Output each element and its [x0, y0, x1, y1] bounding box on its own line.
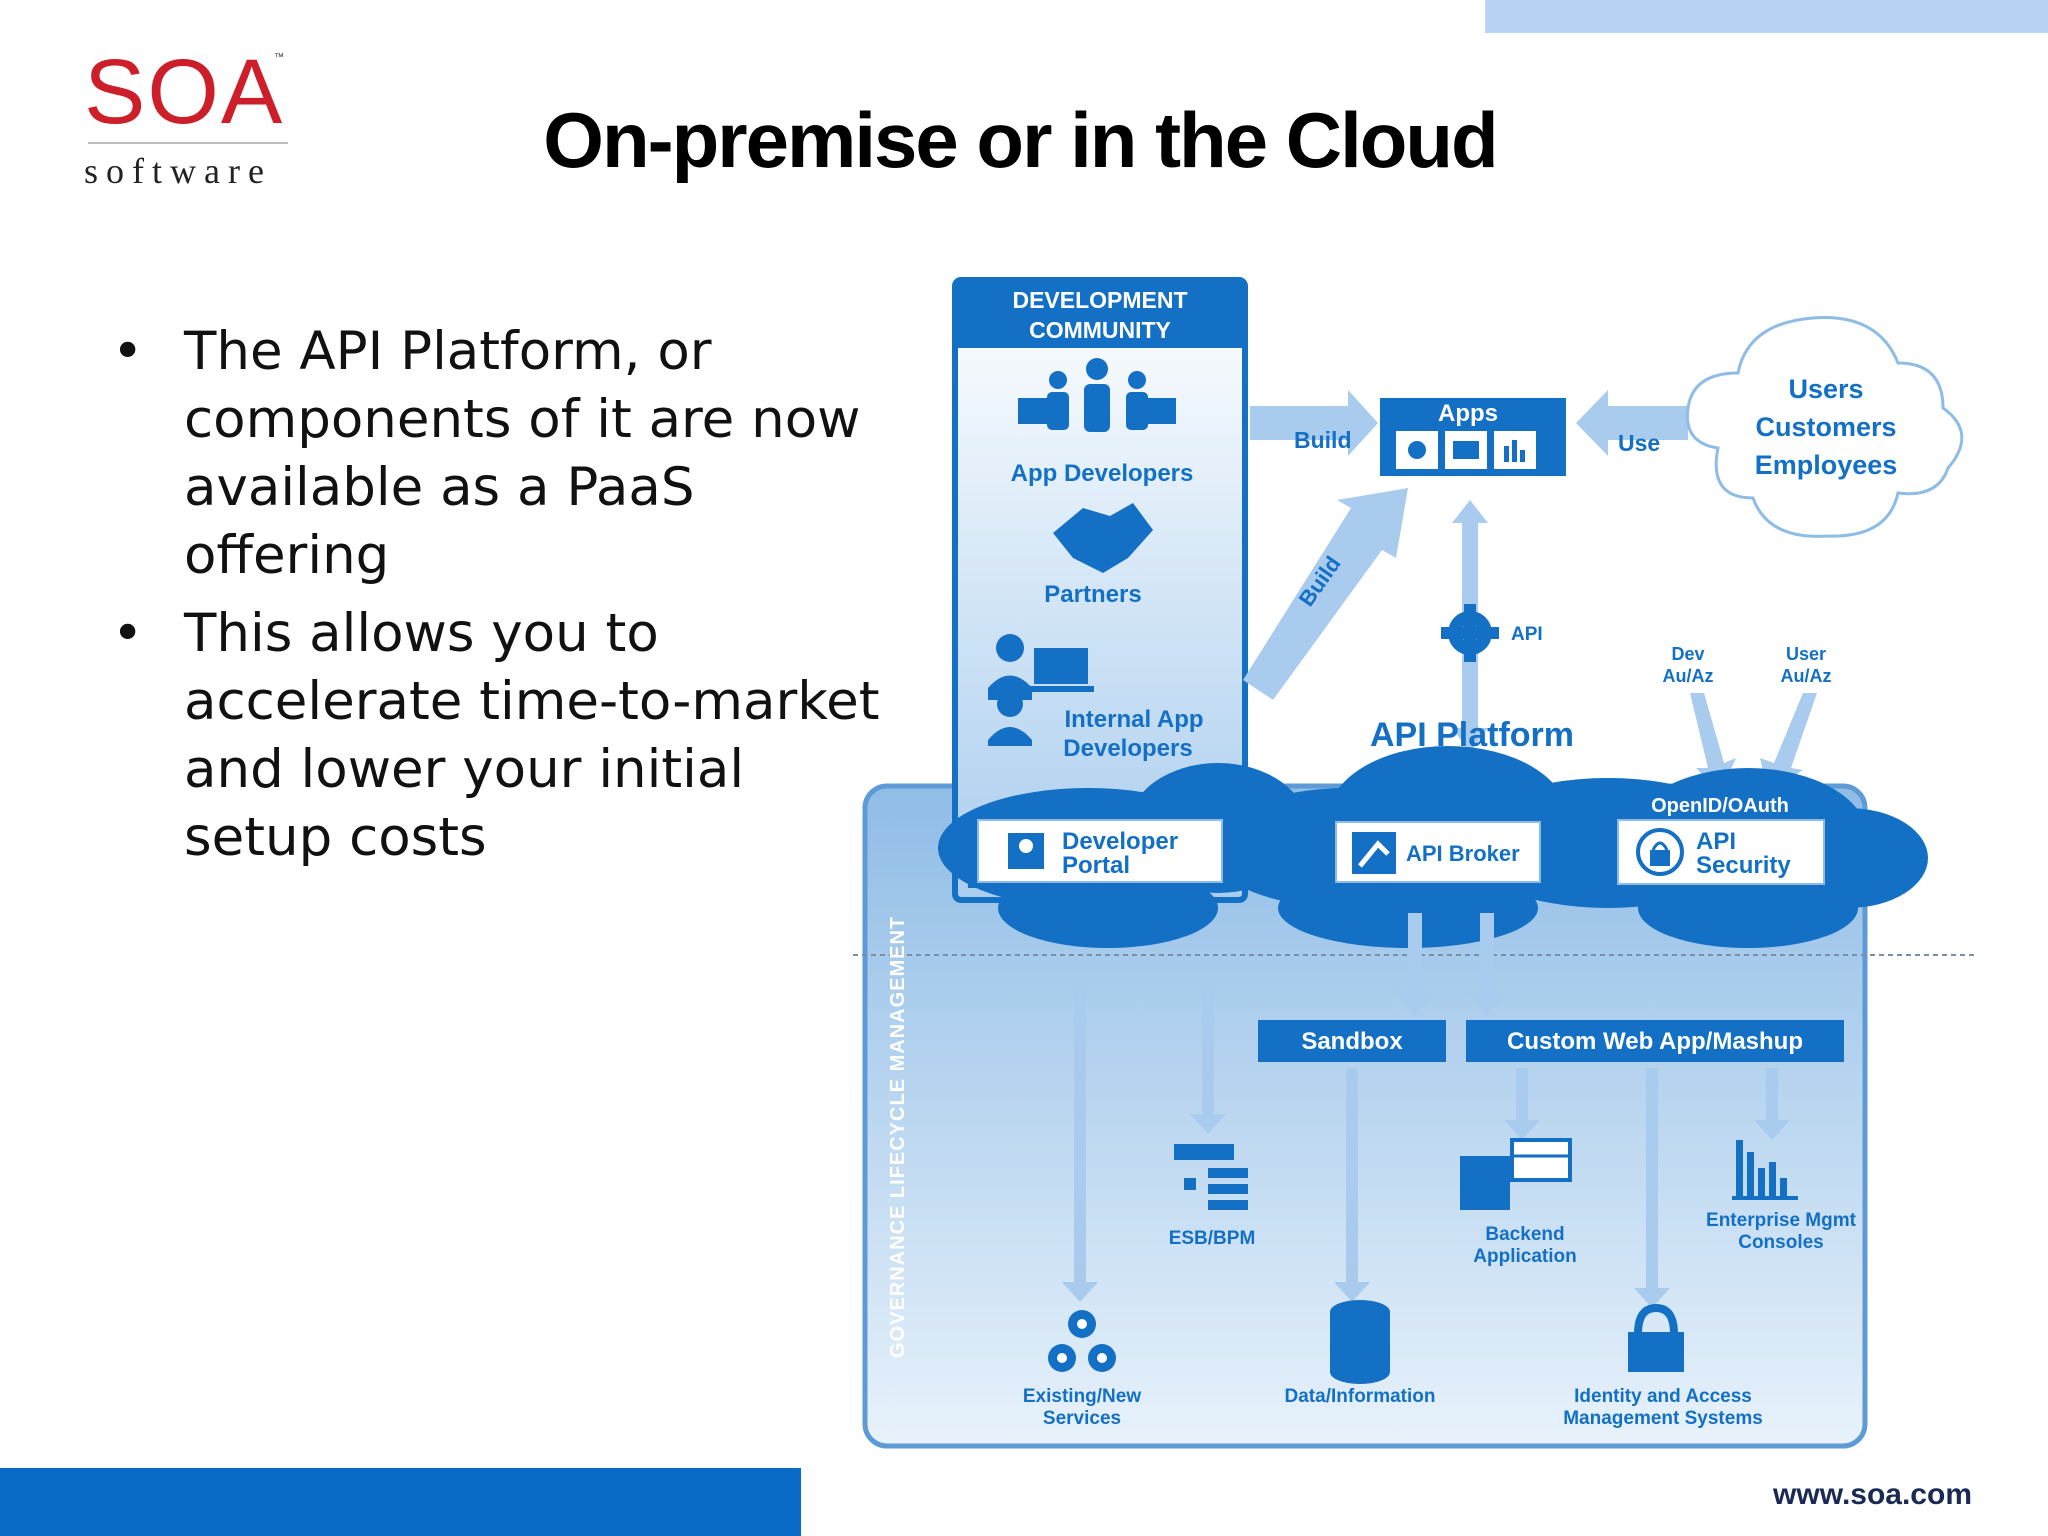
backend-application-icon	[1460, 1138, 1572, 1210]
dev-community-title-2: COMMUNITY	[1029, 317, 1171, 343]
data-information-label: Data/Information	[1285, 1386, 1436, 1407]
slide-title: On-premise or in the Cloud	[543, 96, 1498, 184]
apps-box: Apps	[1380, 398, 1566, 476]
development-community-panel: DEVELOPMENT COMMUNITY App Developers Par…	[952, 277, 1248, 903]
developer-portal-box: Developer Portal	[977, 819, 1223, 883]
employees-label: Employees	[1755, 450, 1898, 480]
bullet-dot-icon: •	[112, 321, 144, 382]
api-security-label-2: Security	[1696, 852, 1791, 879]
api-double-arrow: API	[1441, 500, 1543, 752]
build-arrow: Build	[1250, 390, 1378, 456]
bullet-item: • The API Platform, or components of it a…	[110, 318, 900, 590]
use-label: Use	[1618, 430, 1660, 456]
handshake-icon	[1053, 503, 1153, 573]
bullet-list: • The API Platform, or components of it a…	[110, 318, 900, 882]
internal-developers-icon	[988, 634, 1094, 746]
logo-trademark: ™	[274, 52, 284, 63]
bullet-dot-icon: •	[112, 603, 144, 664]
soa-software-logo: SOA ™ software	[84, 46, 294, 196]
esb-bpm-icon	[1174, 1144, 1248, 1210]
app-developers-label: App Developers	[1011, 460, 1194, 487]
auaz-arrows	[1690, 693, 1817, 793]
logo-soa-text: SOA	[84, 41, 285, 143]
customers-label: Customers	[1755, 412, 1896, 442]
existing-services-label-2: Services	[1043, 1408, 1121, 1429]
identity-access-label-2: Management Systems	[1563, 1408, 1763, 1429]
lock-ring-icon	[1636, 828, 1684, 876]
api-security-box: API Security	[1617, 819, 1825, 885]
enterprise-mgmt-label-1: Enterprise Mgmt	[1706, 1210, 1857, 1231]
api-gear-icon	[1441, 604, 1499, 662]
identity-lock-icon	[1628, 1303, 1684, 1372]
build-label: Build	[1294, 427, 1352, 453]
api-broker-label: API Broker	[1406, 841, 1520, 866]
sandbox-label: Sandbox	[1301, 1028, 1403, 1055]
logo-divider	[88, 142, 288, 144]
enterprise-mgmt-label-2: Consoles	[1738, 1232, 1824, 1253]
enterprise-mgmt-bar-chart-icon	[1732, 1140, 1798, 1200]
user-auaz-label-1: User	[1786, 644, 1826, 664]
user-auaz-label-2: Au/Az	[1781, 666, 1832, 686]
database-icon	[1330, 1300, 1390, 1384]
footer-url: www.soa.com	[1773, 1478, 1972, 1511]
bullet-text: The API Platform, or components of it ar…	[184, 321, 861, 586]
broker-down-arrows	[1396, 913, 1506, 1016]
developer-portal-label-2: Portal	[1062, 852, 1130, 879]
developer-portal-label-1: Developer	[1062, 828, 1178, 855]
openid-label: OpenID/OAuth	[1651, 795, 1789, 817]
sandbox-box: Sandbox	[1258, 1020, 1446, 1062]
build-diagonal-arrow: Build	[1243, 488, 1408, 700]
custom-web-app-label: Custom Web App/Mashup	[1507, 1028, 1803, 1055]
partners-label: Partners	[1044, 581, 1141, 608]
services-gears-icon	[1048, 1310, 1116, 1372]
governance-label: GOVERNANCE LIFECYCLE MANAGEMENT	[887, 916, 909, 1358]
internal-developers-label-2: Developers	[1063, 735, 1192, 762]
governance-container: GOVERNANCE LIFECYCLE MANAGEMENT	[853, 783, 1978, 1449]
logo-software-text: software	[84, 151, 272, 191]
existing-services-label-1: Existing/New	[1023, 1386, 1141, 1407]
users-cloud: Users Customers Employees	[1685, 316, 1964, 538]
bullet-text: This allows you to accelerate time-to-ma…	[184, 603, 880, 868]
esb-bpm-label: ESB/BPM	[1169, 1228, 1256, 1249]
use-arrow: Use	[1576, 390, 1688, 456]
api-broker-box: API Broker	[1335, 821, 1541, 883]
backend-application-label-1: Backend	[1485, 1224, 1564, 1245]
identity-access-label-1: Identity and Access	[1574, 1386, 1752, 1407]
users-label: Users	[1788, 374, 1863, 404]
api-security-label-1: API	[1696, 828, 1736, 855]
bullet-item: • This allows you to accelerate time-to-m…	[110, 600, 900, 872]
dev-auaz-label-1: Dev	[1671, 644, 1704, 664]
bottom-accent-bar	[0, 1468, 801, 1536]
dev-community-title-1: DEVELOPMENT	[1012, 287, 1187, 313]
dev-auaz-label-2: Au/Az	[1663, 666, 1714, 686]
flow-arrows	[1062, 988, 1790, 1308]
api-platform-diagram: GOVERNANCE LIFECYCLE MANAGEMENT DEVELOPM…	[853, 277, 1978, 1449]
custom-web-app-box: Custom Web App/Mashup	[1466, 1020, 1844, 1062]
internal-developers-label-1: Internal App	[1064, 706, 1203, 733]
top-accent-bar	[1485, 0, 2048, 33]
backend-application-label-2: Application	[1473, 1246, 1576, 1267]
apps-label: Apps	[1438, 400, 1498, 427]
app-developers-icon	[1018, 358, 1176, 432]
api-label: API	[1511, 624, 1543, 645]
api-broker-icon	[1352, 832, 1396, 874]
